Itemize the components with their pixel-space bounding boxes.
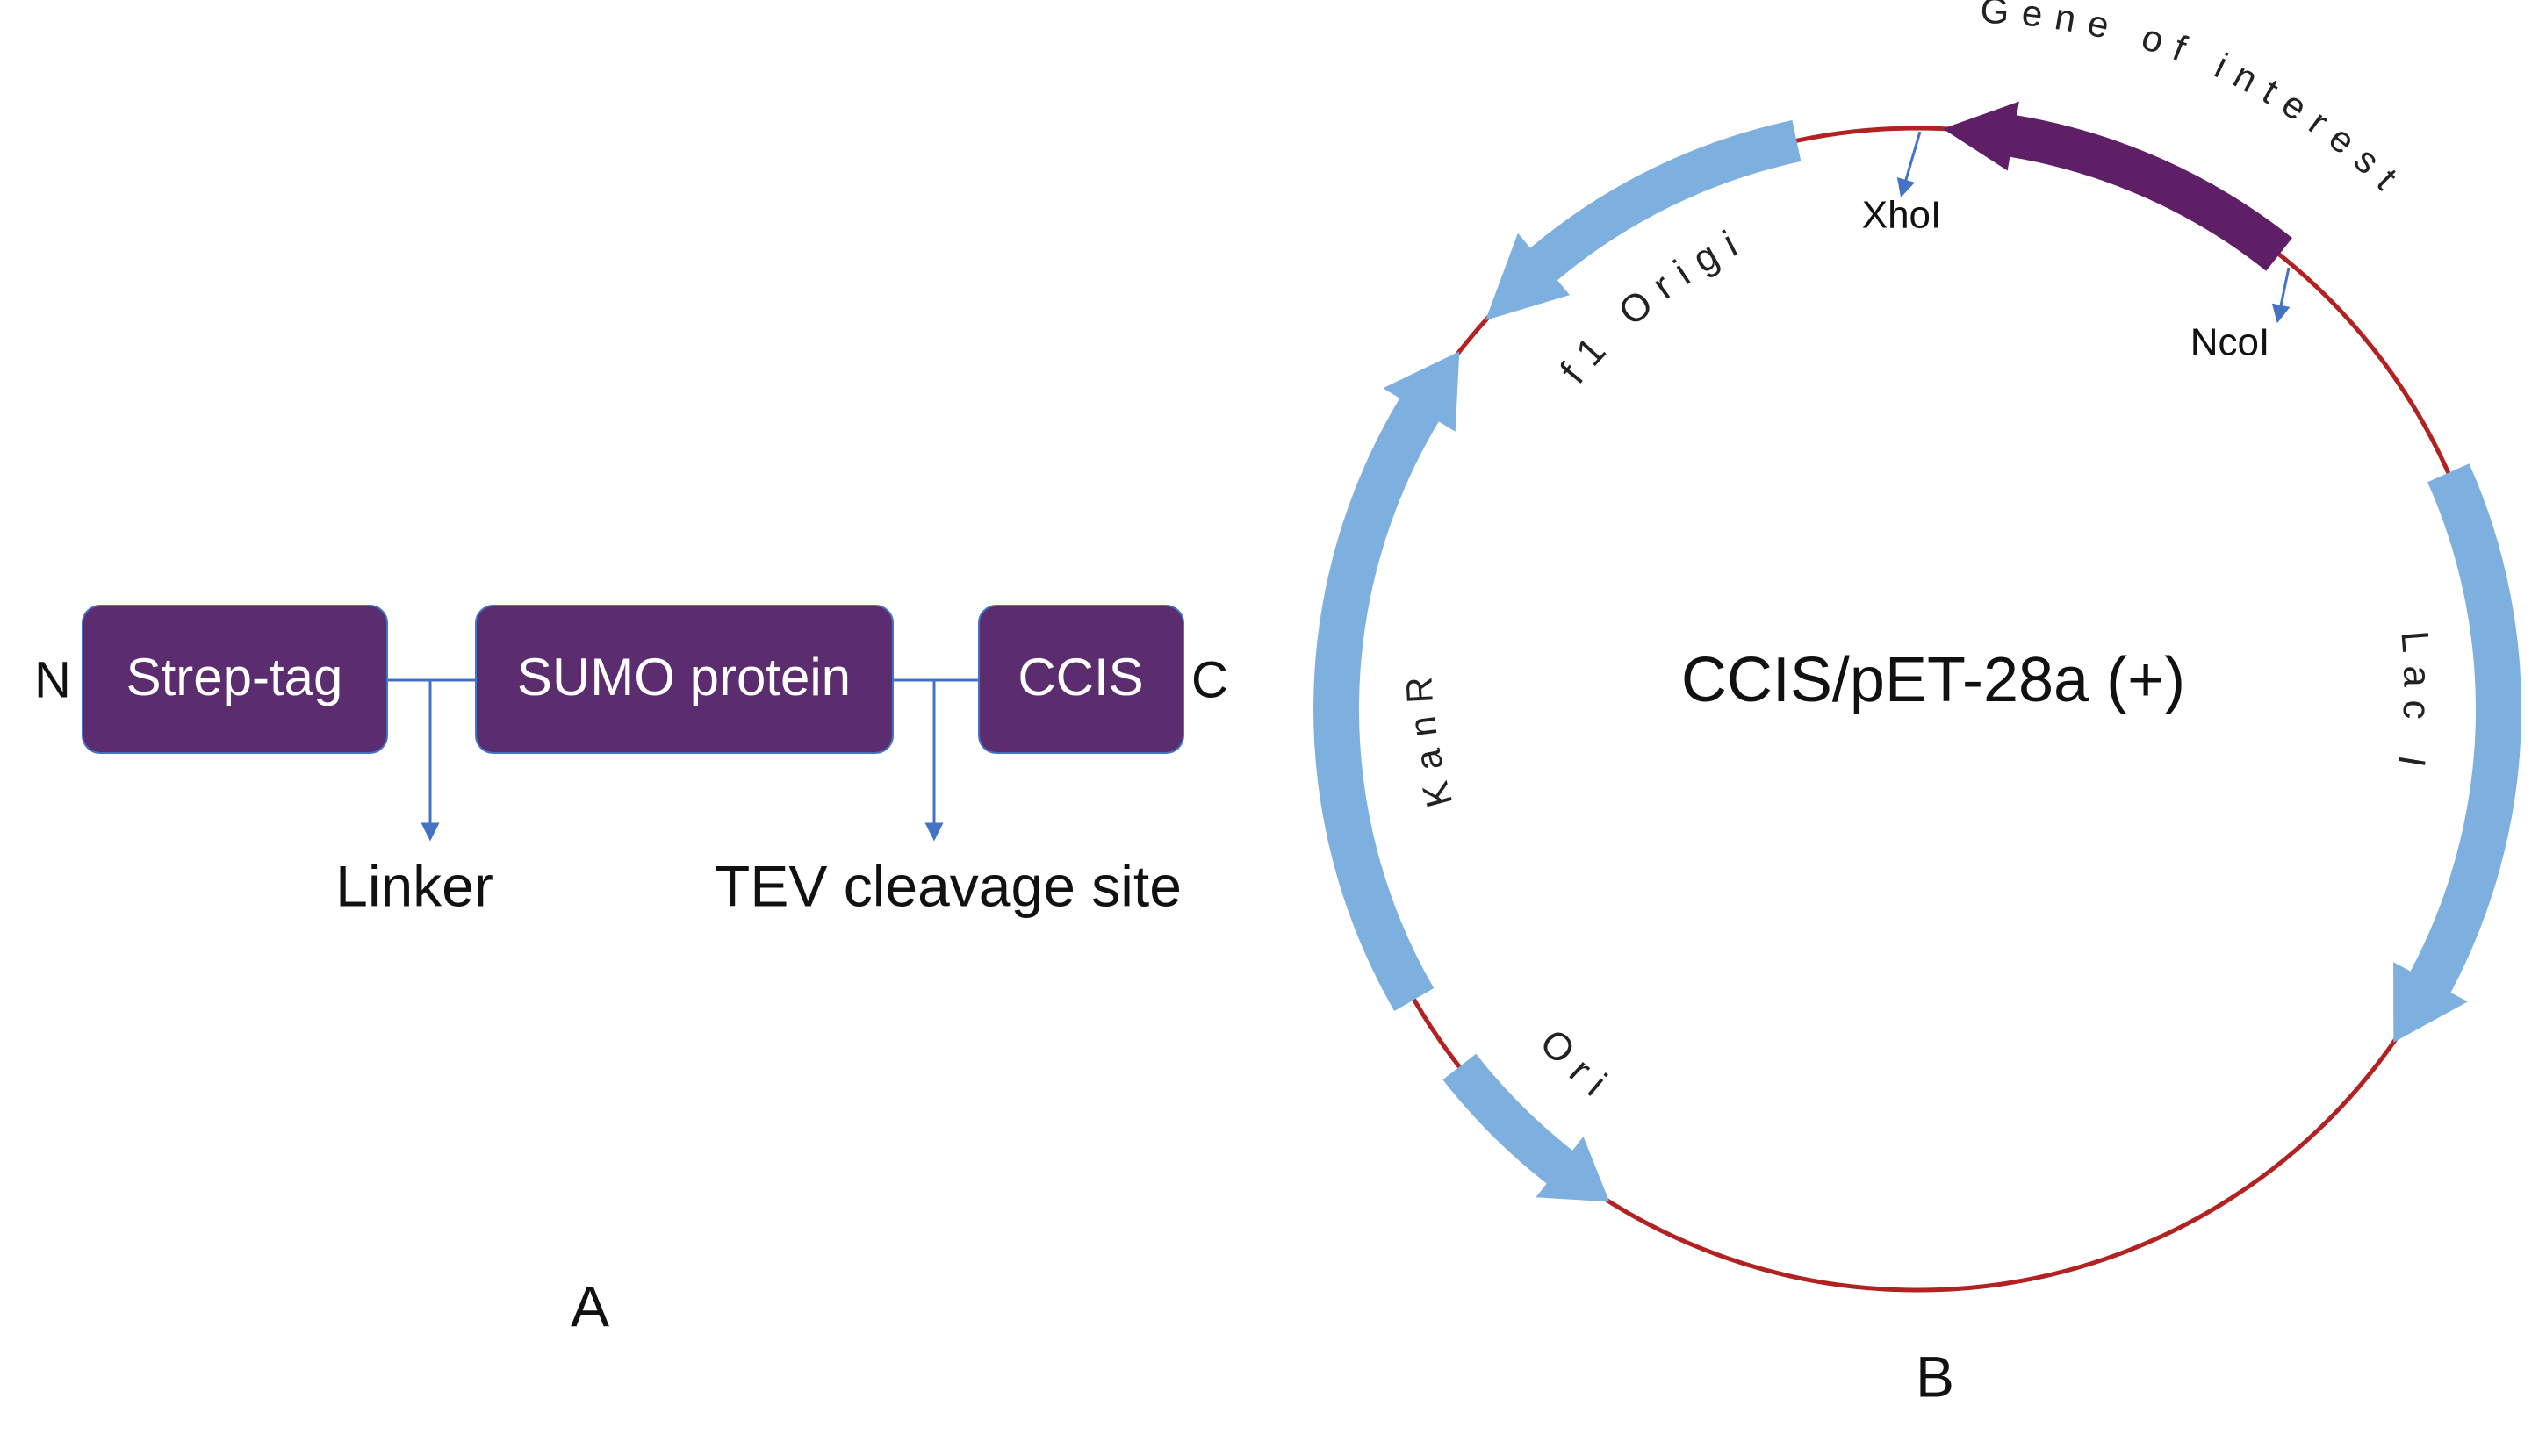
xhoi-site-marker bbox=[1896, 131, 1922, 198]
feature-arrow-f1-origin bbox=[1485, 120, 1802, 320]
plasmid-name-label: CCIS/pET-28a (+) bbox=[1681, 645, 2185, 715]
domain-label-sumo-protein: SUMO protein bbox=[517, 648, 851, 706]
xhoi-site-label: XhoI bbox=[1862, 194, 1942, 237]
feature-label-lac-i: Lac I bbox=[2387, 629, 2438, 782]
feature-arrow-ori bbox=[1442, 1053, 1610, 1202]
panel-a-fusion-construct: Strep-tag SUMO protein CCIS N C Linker T… bbox=[34, 605, 1228, 1338]
feature-label-f1-origin: f1 Origin bbox=[0, 0, 1755, 391]
ncoi-site-marker bbox=[2271, 267, 2291, 324]
domain-box-strep-tag bbox=[82, 605, 388, 754]
feature-arrow-kanr bbox=[1313, 351, 1460, 1011]
feature-label-kanr: KanR bbox=[1398, 663, 1461, 812]
ncoi-site-label: NcoI bbox=[2190, 321, 2269, 364]
feature-arrow-lac-i bbox=[2393, 463, 2521, 1043]
tev-cleavage-site-label: TEV cleavage site bbox=[715, 853, 1182, 918]
feature-arrow-gene-of-interest bbox=[1942, 101, 2292, 271]
domain-box-sumo-protein bbox=[475, 605, 894, 754]
domain-label-ccis: CCIS bbox=[1018, 648, 1143, 706]
feature-label-ori: Ori bbox=[1531, 1022, 1623, 1113]
domain-box-ccis bbox=[978, 605, 1184, 754]
feature-label-gene-of-interest: Gene of interest bbox=[1980, 0, 2414, 205]
panel-b-label: B bbox=[1916, 1344, 1954, 1409]
linker-label: Linker bbox=[335, 853, 493, 918]
domain-label-strep-tag: Strep-tag bbox=[126, 648, 343, 706]
c-terminus-label: C bbox=[1191, 651, 1228, 708]
panel-a-label: A bbox=[571, 1273, 609, 1338]
n-terminus-label: N bbox=[34, 651, 71, 708]
